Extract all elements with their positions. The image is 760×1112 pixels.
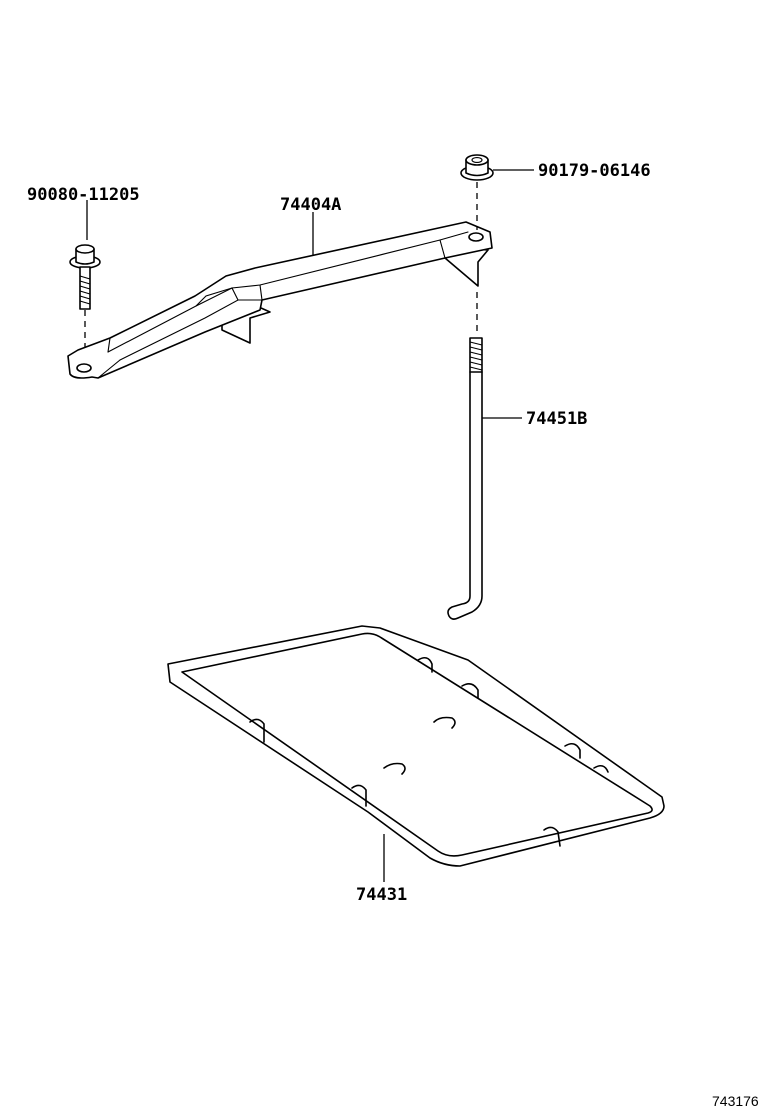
rod-part-label[interactable]: 74451B xyxy=(526,409,587,429)
figure-id: 743176 xyxy=(712,1093,759,1109)
tray-74431[interactable] xyxy=(167,625,665,867)
nut-90179-06146[interactable] xyxy=(460,154,494,230)
bolt-part-label[interactable]: 90080-11205 xyxy=(27,185,140,205)
rod-74451b[interactable] xyxy=(447,292,483,620)
clamp-part-label[interactable]: 74404A xyxy=(280,195,341,215)
nut-part-label[interactable]: 90179-06146 xyxy=(538,161,651,181)
clamp-74404a[interactable] xyxy=(67,221,493,379)
tray-part-label[interactable]: 74431 xyxy=(356,885,407,905)
